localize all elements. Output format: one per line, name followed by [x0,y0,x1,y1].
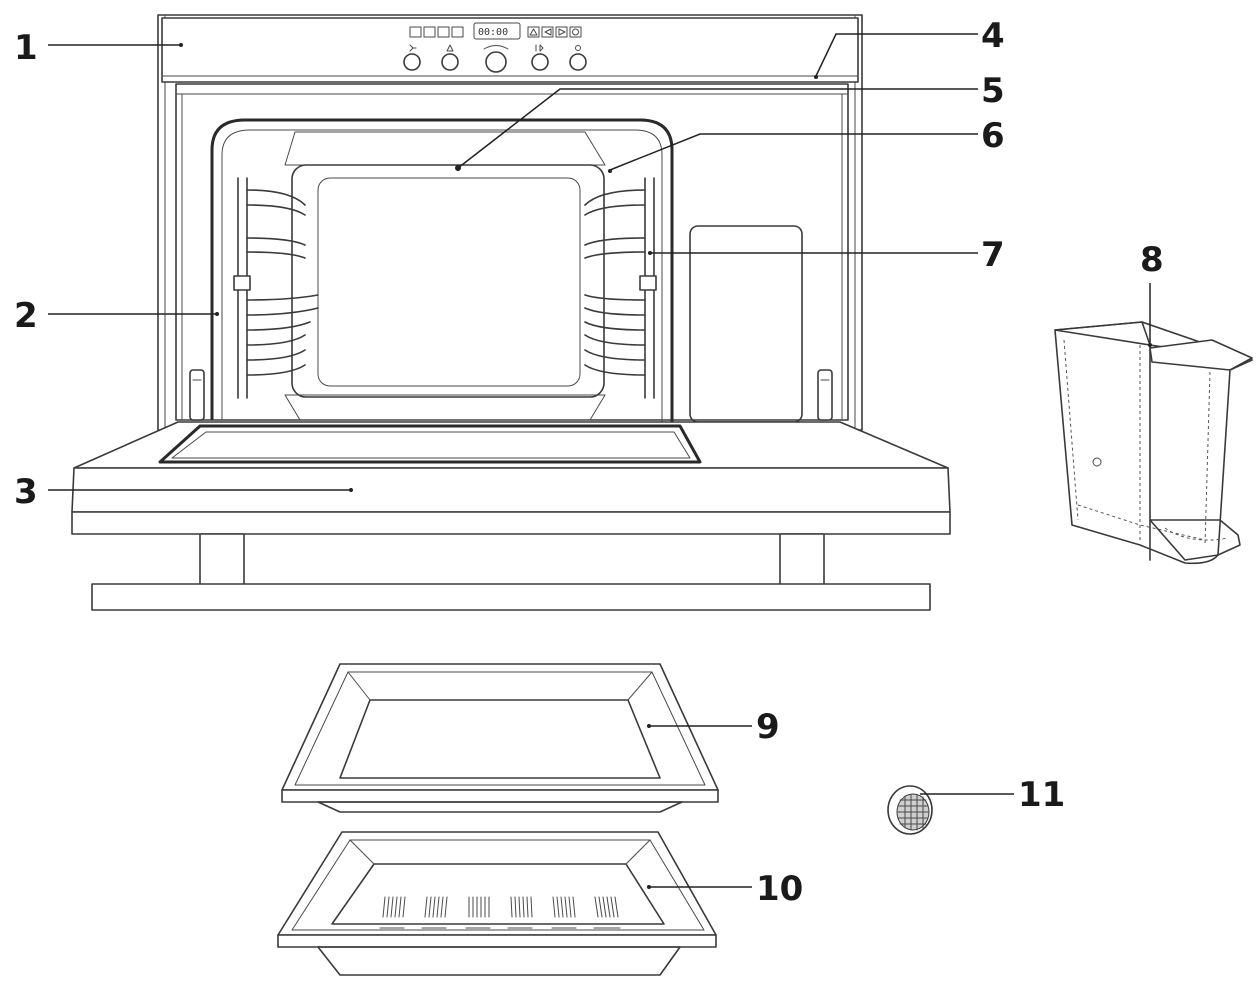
callout-8: 8 [1140,240,1164,280]
door-handle [91,583,931,611]
knob-1 [403,53,421,71]
callout-10: 10 [756,869,803,909]
callout-1: 1 [14,28,38,68]
oven-cavity [284,131,606,421]
callout-9: 9 [756,707,780,747]
door-hinges [189,369,833,421]
control-panel: 00:00 [161,17,859,83]
callout-5: 5 [981,71,1005,111]
knob-3 [485,51,507,73]
knob-5 [569,53,587,71]
clock-display-text: 00:00 [478,27,508,38]
callout-6: 6 [981,116,1005,156]
solid-baking-tray [281,663,719,813]
knob-2 [441,53,459,71]
shelf-rails-right [584,177,657,399]
oven-assembly: 00:00 [71,14,951,611]
water-tank [1054,321,1253,565]
back-wall [291,164,605,398]
oven-cabinet [157,14,863,431]
water-filter-cap [887,785,933,835]
callout-2: 2 [14,296,38,336]
tray-perforations [379,896,621,929]
callout-4: 4 [981,16,1005,56]
control-knobs [403,51,587,73]
function-symbols [527,26,582,38]
door-seal [210,118,674,426]
callout-11: 11 [1018,775,1065,815]
perforated-steam-tray [277,831,717,976]
knob-4 [531,53,549,71]
callout-7: 7 [981,235,1005,275]
clock-display: 00:00 [473,22,521,40]
mode-buttons [409,26,464,38]
water-tank-compartment [689,225,803,423]
oven-door [71,421,951,611]
callout-numbers: 1 2 3 4 5 6 7 8 9 10 11 [14,16,1164,909]
callout-3: 3 [14,472,38,512]
leader-lines [48,33,1152,889]
shelf-rails-left [233,177,319,399]
